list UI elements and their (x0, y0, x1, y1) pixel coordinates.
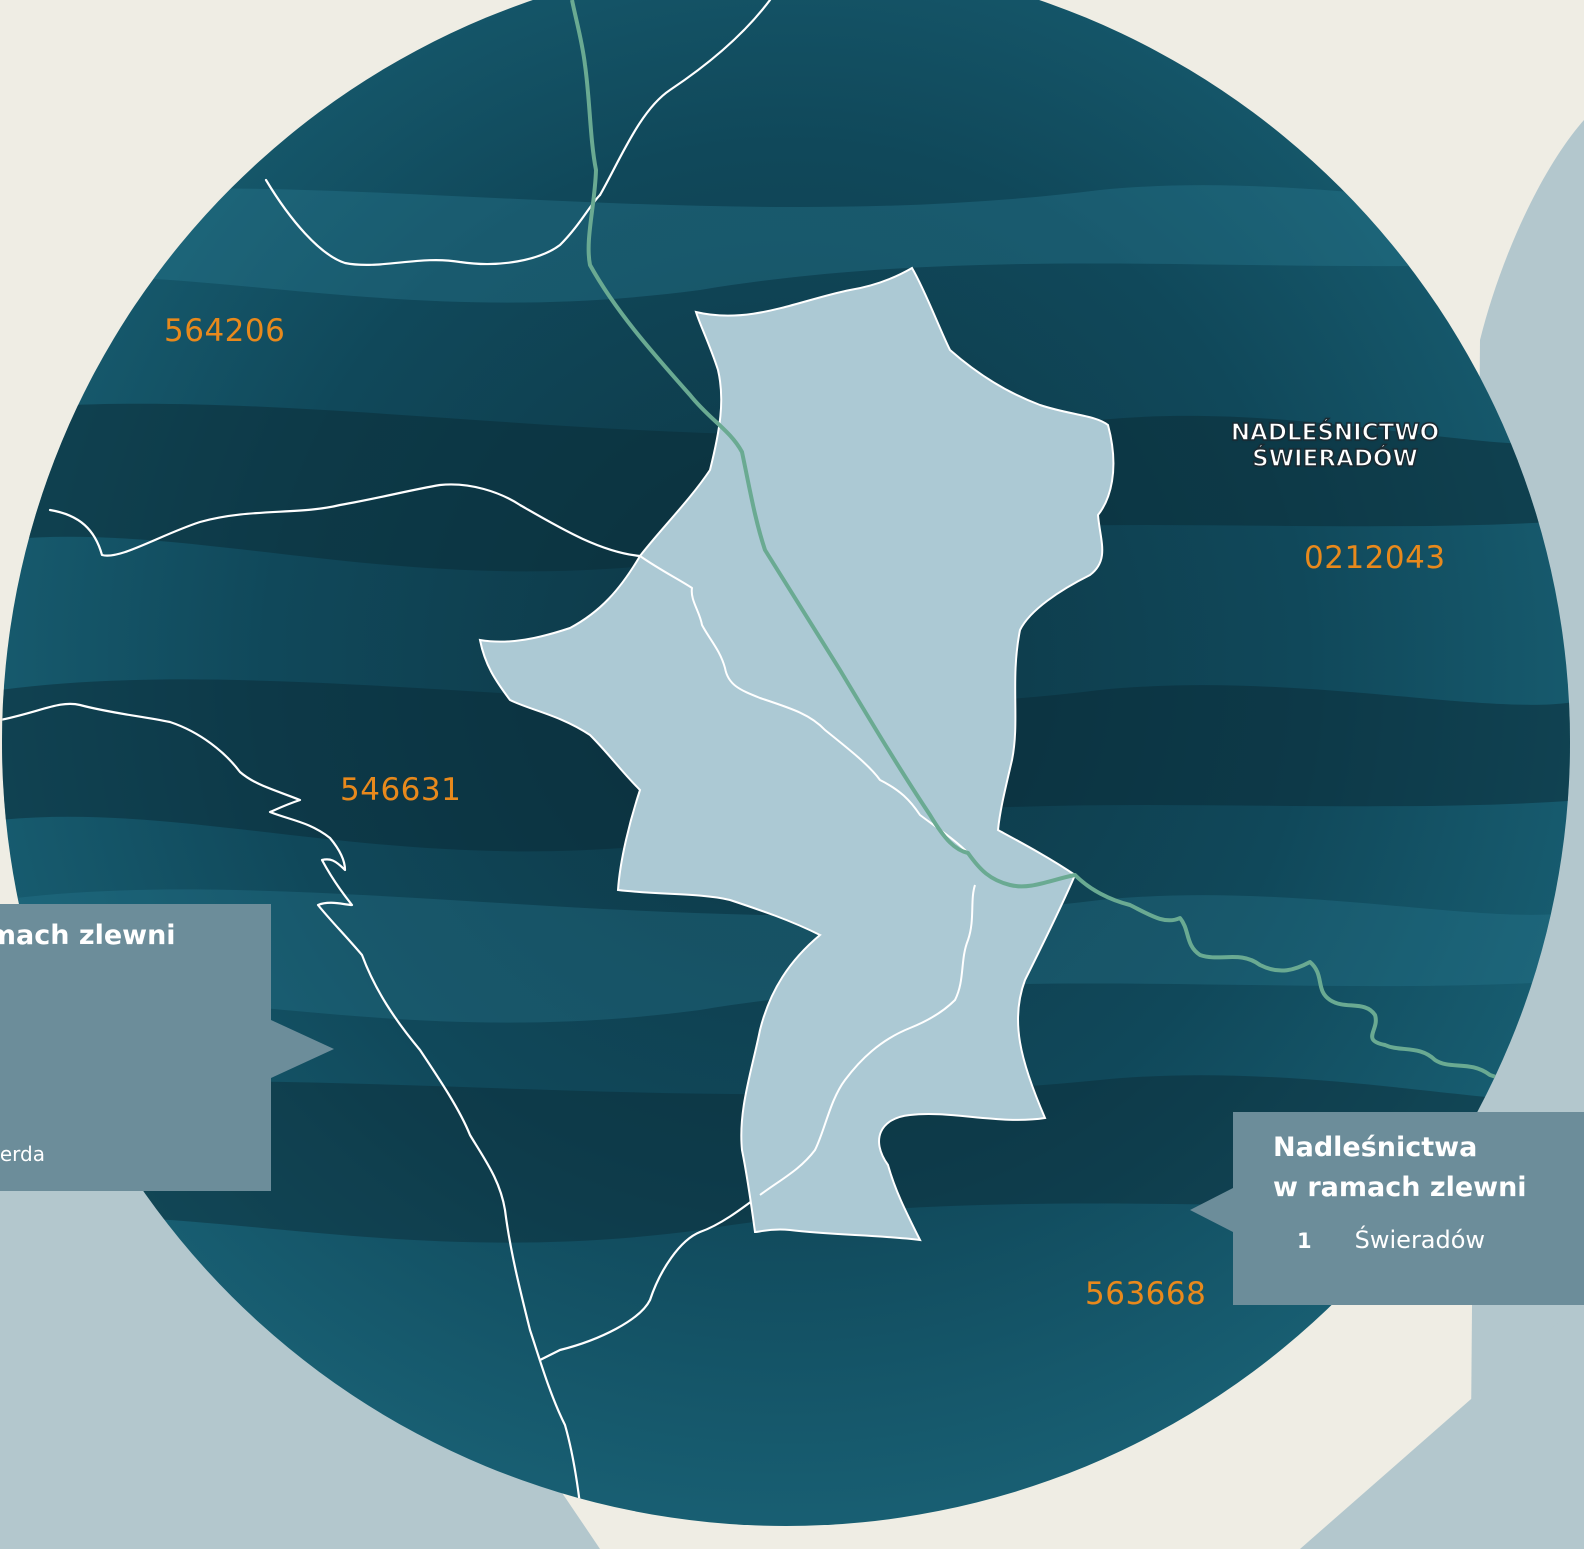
area-code-label: 546631 (340, 772, 462, 808)
info-panel-right: Nadleśnictwa w ramach zlewni 1 Świeradów (1233, 1112, 1584, 1305)
catchment-area[interactable] (478, 266, 1115, 1242)
panel-left-item-fragment: verda (0, 1142, 45, 1166)
forest-district-item-name: Świeradów (1354, 1226, 1486, 1254)
river (2, 702, 587, 1526)
forest-district-item[interactable]: 1 Świeradów (1297, 1226, 1485, 1254)
panel-left-title: w ramach zlewni (0, 920, 176, 951)
river-inner (759, 884, 976, 1196)
river (598, 0, 772, 197)
forest-district-label: NADLEŚNICTWO ŚWIERADÓW (1220, 419, 1450, 472)
wave-band-light (2, 185, 1570, 303)
district-label-line2: ŚWIERADÓW (1251, 445, 1418, 472)
river (264, 178, 602, 267)
forest-district-item-number: 1 (1297, 1229, 1312, 1253)
river-inner (639, 555, 969, 854)
panel-right-pointer (1190, 1188, 1233, 1232)
panel-right-title-line1: Nadleśnictwa (1273, 1132, 1478, 1163)
info-panel-left: w ramach zlewni verda (0, 904, 271, 1191)
river (48, 483, 694, 590)
district-label-line1: NADLEŚNICTWO (1230, 419, 1440, 446)
admin-boundary (570, 0, 1521, 1087)
terrain-bottom-left (0, 1170, 600, 1549)
wave-band-light (2, 889, 1570, 1023)
area-code-label: 0212043 (1304, 540, 1446, 576)
area-code-label: 564206 (164, 313, 286, 349)
terrain-bottom-right (1300, 1300, 1584, 1549)
panel-left-pointer (271, 1020, 334, 1078)
area-code-label: 563668 (1085, 1276, 1207, 1312)
panel-right-title-line2: w ramach zlewni (1273, 1172, 1527, 1203)
panel-right-title: Nadleśnictwa w ramach zlewni (1273, 1128, 1527, 1208)
